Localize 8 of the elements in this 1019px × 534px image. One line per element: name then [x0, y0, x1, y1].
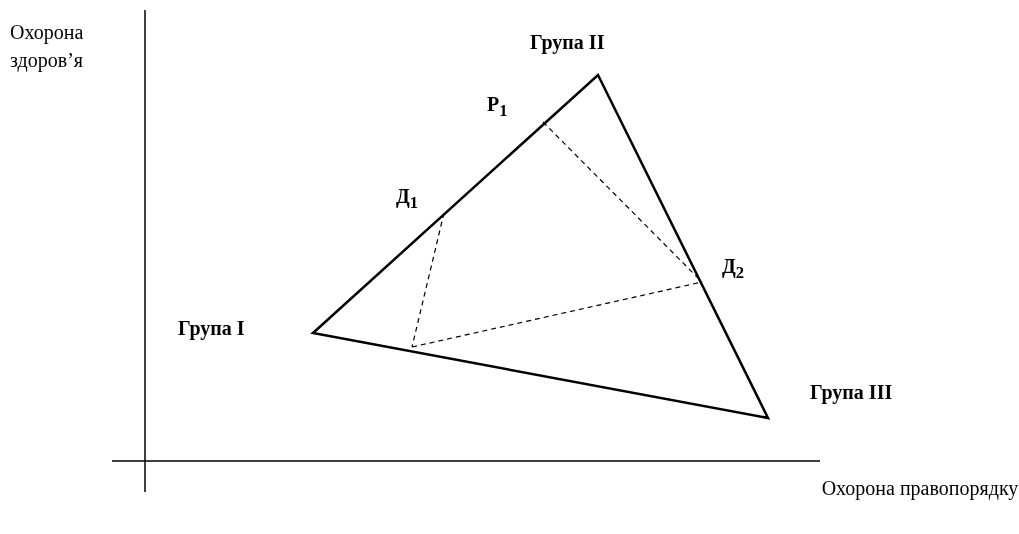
point-label: Д$_{1}$ [396, 184, 419, 214]
vertex-label: Група I [178, 316, 245, 340]
axis-label: Охорона здоров’я [10, 20, 85, 74]
point-label: Д$_{2}$ [722, 254, 745, 284]
axis-label: Охорона правопорядку [820, 476, 1019, 502]
point-label: Р$_{1}$ [487, 92, 508, 122]
vertex-label: Група II [530, 30, 605, 54]
vertex-label: Група III [810, 380, 893, 404]
